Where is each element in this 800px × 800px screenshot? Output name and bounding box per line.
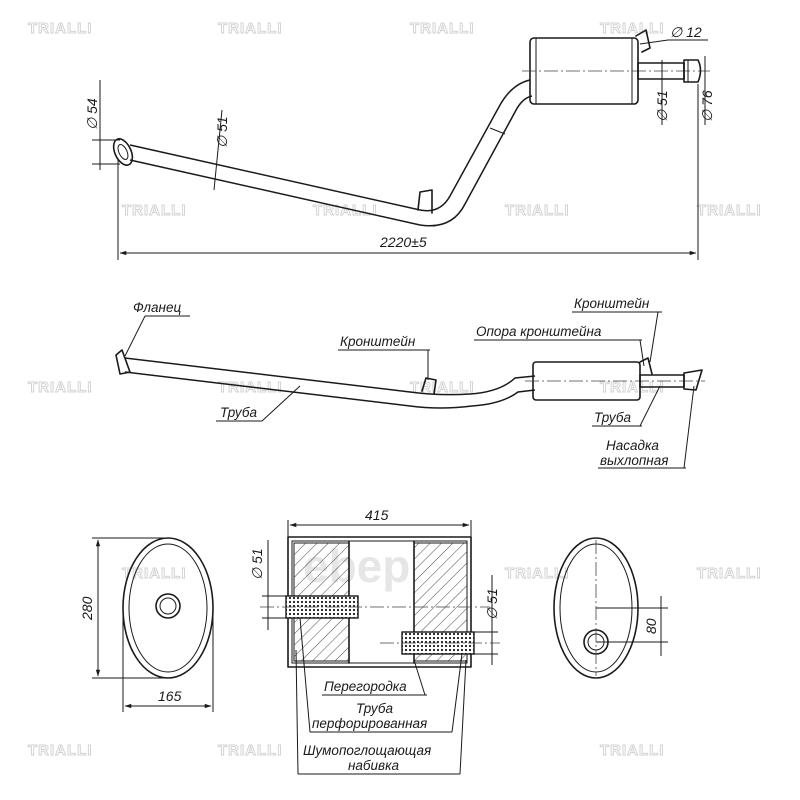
muffler-front-inner	[128, 543, 208, 673]
dimension-415: 415	[365, 507, 389, 523]
dimension-d51-section-right: ∅ 51	[484, 588, 500, 620]
watermark-text: TRIALLI	[505, 565, 570, 582]
watermark-text: TRIALLI	[122, 565, 187, 582]
label-partition: Перегородка	[324, 679, 407, 694]
watermark-text: TRIALLI	[28, 742, 93, 759]
dimension-280: 280	[79, 596, 95, 621]
muffler-front-outer	[122, 537, 214, 679]
watermark-text: TRIALLI	[122, 202, 187, 219]
flange-leader	[124, 315, 146, 357]
perf-leader-2	[451, 653, 463, 733]
label-tip-line1: Насадка	[606, 438, 659, 453]
watermark-text: TRIALLI	[505, 202, 570, 219]
side-muffler-bracket	[639, 357, 653, 375]
side-view	[115, 349, 705, 409]
dim-51-leader	[213, 109, 223, 191]
pipe-leader	[261, 385, 301, 422]
watermark-text: TRIALLI	[28, 379, 93, 396]
dim-12-leader	[639, 39, 669, 45]
label-packing-line2: набивка	[348, 758, 399, 773]
watermark-text: TRIALLI	[600, 20, 665, 37]
side-exhaust-tip	[683, 369, 703, 391]
dimension-d76: ∅ 76	[699, 90, 715, 122]
front-pipe-hole	[155, 593, 181, 619]
flange-side	[115, 349, 131, 375]
pipe-joint	[489, 127, 506, 135]
label-bracket-1: Кронштейн	[340, 334, 416, 349]
side-bracket	[421, 377, 437, 395]
section-view: 415 ∅ 51 ∅ 51	[249, 507, 500, 668]
label-flange: Фланец	[133, 300, 181, 315]
watermark-text: TRIALLI	[410, 379, 475, 396]
dimension-165: 165	[158, 688, 182, 704]
top-view: 2220±5 ∅ 54 ∅ 51 ∅ 12 ∅ 51 ∅ 76	[84, 24, 715, 260]
side-pipe-top	[124, 357, 536, 396]
riser-pipe-outer	[419, 95, 533, 227]
dimension-d51-section-left: ∅ 51	[249, 548, 265, 580]
watermark-text: TRIALLI	[218, 20, 283, 37]
muffler-bracket	[635, 29, 651, 53]
label-pipe-2: Труба	[594, 410, 631, 425]
watermark-text: TRIALLI	[697, 565, 762, 582]
dimension-d51-inlet: ∅ 51	[214, 116, 230, 148]
perf-leader-1	[299, 617, 311, 733]
label-bracket-support: Опора кронштейна	[476, 324, 602, 339]
watermark-text: TRIALLI	[697, 202, 762, 219]
dimension-d12: ∅ 12	[670, 24, 702, 40]
dimension-total-length: 2220±5	[379, 234, 427, 250]
pipe2-leader	[639, 385, 661, 427]
side-pipe-bottom	[124, 371, 536, 409]
front-pipe-inner	[159, 597, 177, 615]
watermark-text: TRIALLI	[410, 20, 475, 37]
label-bracket-2: Кронштейн	[574, 296, 650, 311]
pipe-bracket	[417, 189, 433, 214]
watermark-text: TRIALLI	[28, 20, 93, 37]
inlet-pipe-bottom-edge	[129, 159, 421, 226]
flange-top	[112, 138, 134, 166]
watermark-text: TRIALLI	[218, 742, 283, 759]
packing-leader-1	[295, 649, 299, 775]
front-view: 280 165	[79, 537, 214, 712]
watermark-grid: TRIALLI TRIALLI TRIALLI TRIALLI TRIALLI …	[28, 20, 762, 760]
dimension-d51-outlet: ∅ 51	[654, 90, 670, 122]
packing-leader-2	[459, 659, 467, 775]
rear-view: 80	[553, 537, 668, 679]
watermark-text: TRIALLI	[313, 202, 378, 219]
watermark-text: TRIALLI	[600, 742, 665, 759]
partition-leader	[413, 659, 426, 696]
watermark-text: TRIALLI	[600, 379, 665, 396]
bracket2-leader	[649, 311, 659, 363]
label-tip-line2: выхлопная	[600, 453, 668, 468]
label-packing-line1: Шумопоглощающая	[303, 743, 431, 758]
exhaust-tip	[683, 59, 702, 83]
label-perf-line1: Труба	[356, 701, 393, 716]
label-pipe-1: Труба	[220, 405, 257, 420]
label-perf-line2: перфорированная	[312, 716, 427, 731]
flange-hole	[117, 144, 129, 160]
dimension-80: 80	[643, 618, 659, 634]
riser-pipe-inner	[419, 79, 531, 212]
support-leader	[639, 339, 645, 367]
inlet-pipe-top-edge	[129, 144, 421, 211]
dimension-d54: ∅ 54	[84, 98, 100, 130]
tip-leader	[683, 385, 695, 469]
